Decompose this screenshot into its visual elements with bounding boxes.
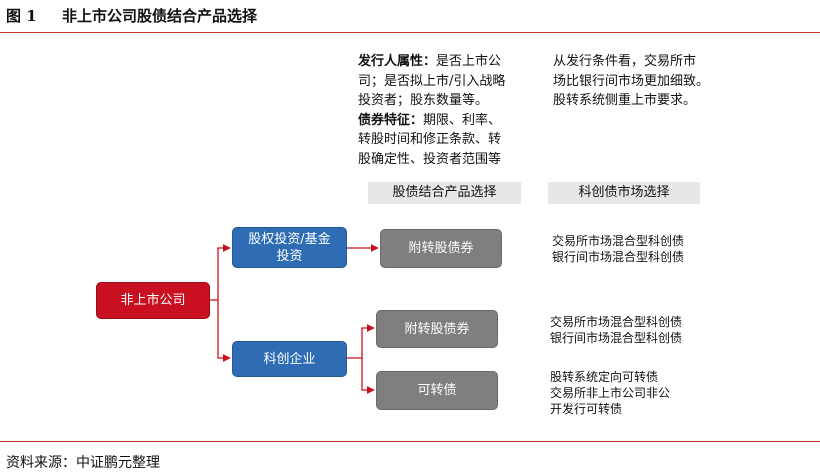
market-group-2: 交易所市场混合型科创债 银行间市场混合型科创债 xyxy=(550,314,682,346)
market-item: 银行间市场混合型科创债 xyxy=(552,250,685,264)
issuer-key: 发行人属性： xyxy=(358,54,437,69)
conditions-line-2: 场比银行间市场更加细致。 xyxy=(553,73,710,89)
market-item: 交易所市场混合型科创债 xyxy=(550,315,683,329)
header-market-selection: 科创债市场选择 xyxy=(548,182,700,204)
bottom-rule xyxy=(0,441,820,442)
market-item: 开发行可转债 xyxy=(550,402,623,416)
bond-key: 债券特征： xyxy=(358,112,424,128)
top-rule xyxy=(0,32,820,33)
note-issuer-and-bond: 发行人属性：是否上市公 司；是否拟上市/引入战略 投资者；股东数量等。 债券特征… xyxy=(358,52,505,169)
figure-title: 非上市公司股债结合产品选择 xyxy=(62,7,258,25)
issuer-line-1: 是否上市公 xyxy=(436,54,502,69)
issuer-line-3: 投资者；股东数量等。 xyxy=(358,93,489,108)
market-item: 交易所非上市公司非公 xyxy=(550,386,671,400)
issuer-line-2: 司；是否拟上市/引入战略 xyxy=(358,73,506,89)
conditions-line-1: 从发行条件看，交易所市 xyxy=(553,54,697,69)
connector-sci-tech-to-convertible xyxy=(361,358,375,394)
node-convertible-bond: 可转债 xyxy=(376,371,498,410)
note-issuance-conditions: 从发行条件看，交易所市 场比银行间市场更加细致。 股转系统侧重上市要求。 xyxy=(553,52,709,111)
market-item: 交易所市场混合型科创债 xyxy=(552,234,685,248)
market-group-1: 交易所市场混合型科创债 银行间市场混合型科创债 xyxy=(552,233,684,265)
connector-sci-tech-to-products xyxy=(347,324,375,359)
node-bond-with-conversion-1: 附转股债券 xyxy=(380,229,502,268)
node-bond-with-conversion-2: 附转股债券 xyxy=(376,310,498,348)
connector-root-to-branches xyxy=(210,244,231,301)
source-note: 资料来源：中证鹏元整理 xyxy=(6,455,160,471)
connector-root-to-sci-tech xyxy=(217,300,231,362)
figure-label: 图 1 xyxy=(6,7,37,25)
node-sci-tech-enterprise: 科创企业 xyxy=(232,341,347,377)
header-product-selection: 股债结合产品选择 xyxy=(368,182,521,204)
conditions-line-3: 股转系统侧重上市要求。 xyxy=(553,93,697,108)
bond-line-3: 股确定性、投资者范围等 xyxy=(358,151,502,167)
node-unlisted-company: 非上市公司 xyxy=(96,282,210,319)
market-item: 银行间市场混合型科创债 xyxy=(550,331,683,345)
bond-line-2: 转股时间和修正条款、转 xyxy=(358,132,502,147)
bond-line-1: 期限、利率、 xyxy=(423,112,502,128)
market-item: 股转系统定向可转债 xyxy=(550,370,659,384)
node-equity-fund-investment: 股权投资/基金投资 xyxy=(232,227,347,268)
market-group-3: 股转系统定向可转债 交易所非上市公司非公 开发行可转债 xyxy=(550,369,670,417)
